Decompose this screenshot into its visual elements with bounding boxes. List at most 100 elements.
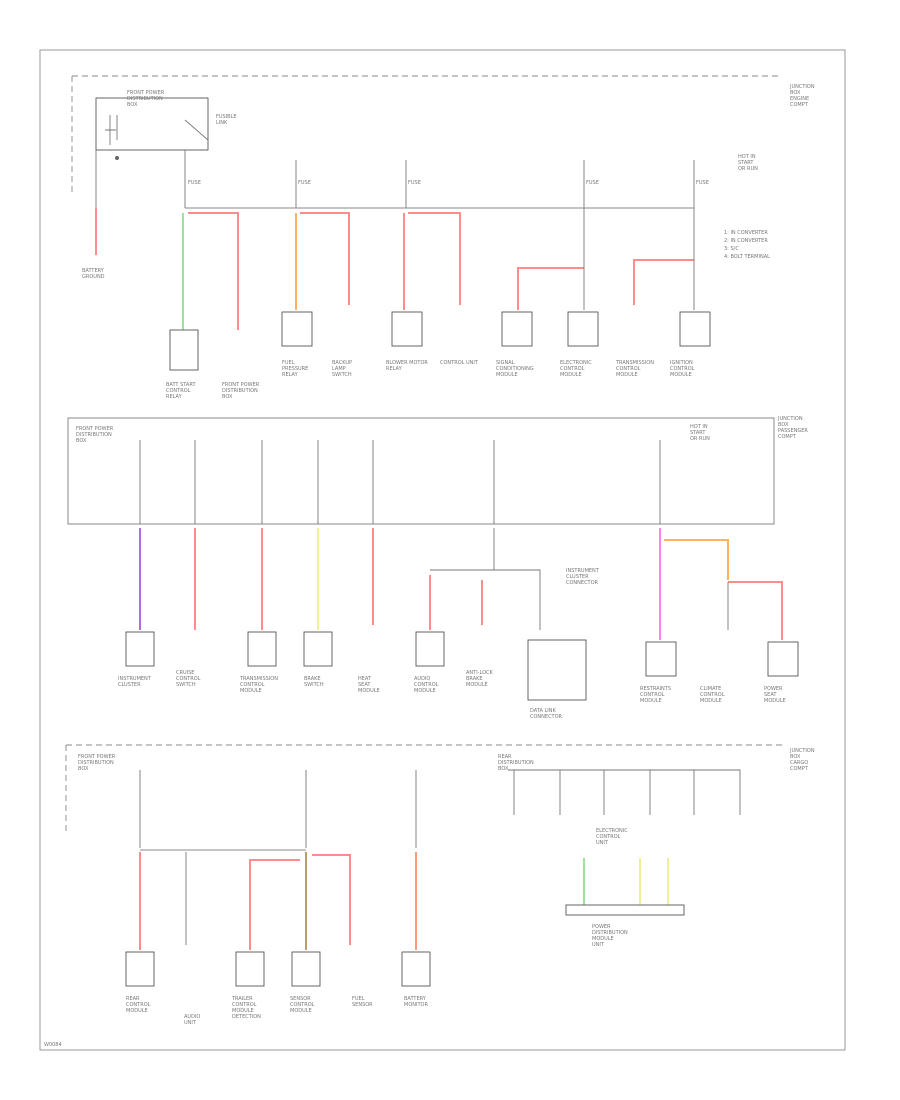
wire-s1-red-a	[188, 212, 239, 330]
s1-comp-8-line3: MODULE	[496, 372, 518, 378]
s1-comp-4-line1: FUEL	[282, 360, 295, 366]
s2-box-7	[767, 641, 799, 677]
s1-comp-10-line2: CONTROL	[616, 366, 641, 372]
section3-relay2-line3: BOX	[498, 766, 509, 772]
s3-comp-6-line1: BATTERY	[404, 996, 427, 1002]
s3-comp-1-line1: REAR	[126, 996, 140, 1002]
s1-comp-10-line1: TRANSMISSION	[615, 360, 654, 366]
fusible-link-line2: LINK	[216, 120, 228, 126]
s2-box-1	[125, 631, 155, 667]
s2-comp-7-line3: MODULE	[466, 682, 488, 688]
s2-comp-5-line1: HEAT	[358, 676, 372, 682]
section1-title-line3: ENGINE	[790, 96, 809, 102]
section2-relay-line1: FRONT POWER	[76, 426, 114, 432]
section1-relay-line3: BOX	[127, 102, 138, 108]
s3-comp-2-line2: UNIT	[184, 1020, 197, 1026]
s2-comp-11-line2: SEAT	[764, 692, 777, 698]
section3-bottom-line1: POWER	[592, 924, 611, 930]
s1-comp-9-line3: MODULE	[560, 372, 582, 378]
section2-sub-line3: CONNECTOR	[566, 580, 599, 586]
s1-comp-5-line3: SWITCH	[332, 372, 352, 378]
s3-comp-1-line2: CONTROL	[126, 1002, 151, 1008]
section1-node	[115, 156, 119, 160]
s2-comp-5-line3: MODULE	[358, 688, 380, 694]
section2-frame	[67, 417, 775, 525]
section1-internal-wiring	[105, 115, 118, 145]
s2-comp-8-line1: DATA LINK	[530, 708, 556, 714]
section2-sub-line2: CLUSTER	[566, 574, 589, 580]
s1-comp-9-line2: CONTROL	[560, 366, 585, 372]
s1-comp-11-line1: IGNITION	[670, 360, 693, 366]
section3-sub-line3: UNIT	[596, 840, 609, 846]
section2-fuse-feeds	[139, 440, 661, 524]
s1-comp-5-line1: BACKUP	[332, 360, 352, 366]
fusible-link-switch	[184, 119, 209, 141]
section2-relay-line2: DISTRIBUTION	[76, 432, 112, 438]
section2-hot-line3: OR RUN	[690, 436, 710, 442]
section3-relay2-line2: DISTRIBUTION	[498, 760, 534, 766]
section-2: JUNCTION BOX PASSENGER COMPT FRONT POWER…	[67, 416, 808, 720]
section2-hot-line2: START	[690, 430, 706, 436]
section-3: JUNCTION BOX CARGO COMPT FRONT POWER DIS…	[65, 744, 815, 1026]
s3-comp-3-line1: TRAILER	[231, 996, 253, 1002]
wire-s1-red-f	[633, 259, 694, 305]
s2-comp-5-line2: SEAT	[358, 682, 371, 688]
wire-s2-red-e	[728, 581, 783, 640]
s2-comp-1-line2: CLUSTER	[118, 682, 141, 688]
s2-comp-9-line3: MODULE	[640, 698, 662, 704]
s2-box-3	[303, 631, 333, 667]
section3-fuse-feeds	[139, 770, 417, 848]
wire-s2-orange	[664, 539, 729, 580]
section1-hot-line3: OR RUN	[738, 166, 758, 172]
s2-comp-7-line2: BRAKE	[466, 676, 483, 682]
s1-comp-8-line1: SIGNAL	[496, 360, 515, 366]
s1-comp-9-line1: ELECTRONIC	[560, 360, 592, 366]
s3-comp-3-line3: MODULE	[232, 1008, 254, 1014]
s3-comp-3-line2: CONTROL	[232, 1002, 257, 1008]
s2-comp-3-line3: MODULE	[240, 688, 262, 694]
section2-relay-line3: BOX	[76, 438, 87, 444]
s2-comp-2-line1: CRUISE	[176, 670, 194, 676]
s3-comp-4-line1: SENSOR	[290, 996, 311, 1002]
section3-bottom-line3: MODULE	[592, 936, 614, 942]
s3-comp-5-line2: SENSOR	[352, 1002, 373, 1008]
s2-comp-7-line1: ANTI-LOCK	[466, 670, 494, 676]
s2-comp-11-line3: MODULE	[764, 698, 786, 704]
section3-sub-line2: CONTROL	[596, 834, 621, 840]
section3-sub-line1: ELECTRONIC	[596, 828, 628, 834]
s1-box-2	[281, 311, 313, 347]
section2-hot-line1: HOT IN	[690, 424, 708, 430]
s2-comp-2-line2: CONTROL	[176, 676, 201, 682]
s1-comp-6-line2: RELAY	[386, 366, 403, 372]
s1-comp-4-line3: RELAY	[282, 372, 299, 378]
s2-comp-3-line2: CONTROL	[240, 682, 265, 688]
legend-line3: 3: S/C	[724, 246, 739, 252]
s2-comp-8-line2: CONNECTOR	[530, 714, 563, 720]
s1-box-6	[679, 311, 711, 347]
section2-sub-line1: INSTRUMENT	[566, 568, 600, 574]
s1-comp-1-line1: BATTERY	[82, 268, 105, 274]
s1-comp-11-line2: CONTROL	[670, 366, 695, 372]
s2-comp-6-line3: MODULE	[414, 688, 436, 694]
section3-title-line4: COMPT	[790, 766, 809, 772]
section1-title-line2: BOX	[790, 90, 801, 96]
s2-comp-1-line1: INSTRUMENT	[118, 676, 152, 682]
section2-title-line1: JUNCTION	[777, 416, 803, 422]
s2-comp-4-line1: BRAKE	[304, 676, 321, 682]
wire-s1-red-b	[300, 212, 350, 305]
section1-relay-line1: FRONT POWER	[127, 90, 165, 96]
s3-box-1	[125, 951, 155, 987]
section2-title-line3: PASSENGER	[778, 428, 808, 434]
s2-comp-10-line1: CLIMATE	[700, 686, 721, 692]
section3-relay2-feeds	[508, 769, 741, 815]
section2-title-line2: BOX	[778, 422, 789, 428]
s2-comp-10-line2: CONTROL	[700, 692, 725, 698]
section3-title-line2: BOX	[790, 754, 801, 760]
fuse-label-5: FUSE	[696, 180, 709, 186]
figure-code: W0084	[44, 1042, 62, 1048]
wire-s2-gray	[430, 528, 541, 630]
section3-relay-line1: FRONT POWER	[78, 754, 116, 760]
legend-line1: 1: IN CONVERTER	[724, 230, 768, 236]
